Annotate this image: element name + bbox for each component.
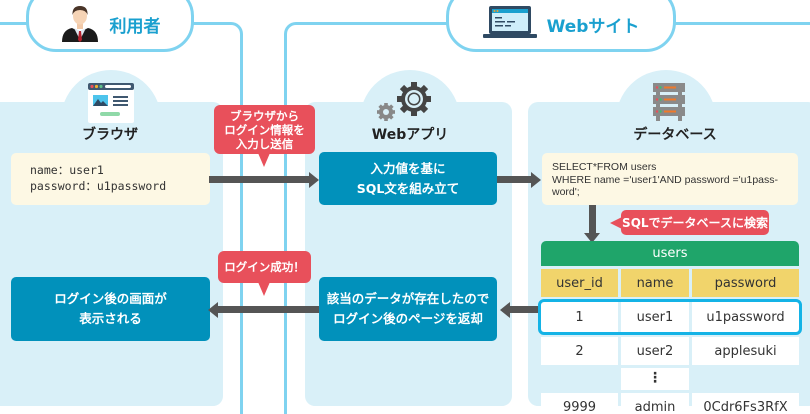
login-input-box: name：user1 password：u1password xyxy=(11,153,210,205)
search-callout-tail xyxy=(610,217,622,229)
build-sql-line-2: SQL文を組み立て xyxy=(356,180,460,196)
table-cell: admin xyxy=(621,393,689,414)
table-ellipsis: ⋮ xyxy=(621,368,689,390)
column-header: password xyxy=(692,269,799,297)
table-cell: user2 xyxy=(621,337,689,365)
website-lane-title: Webサイト xyxy=(546,16,640,37)
search-arrow-head xyxy=(584,233,600,243)
user-lane-header: 利用者 xyxy=(26,0,194,52)
users-table: users user_id name password 1 user1 u1pa… xyxy=(538,241,802,414)
database-title: データベース xyxy=(633,127,717,143)
send-arrow xyxy=(209,176,311,183)
result-line-1: ログイン後の画面が xyxy=(54,291,167,306)
success-callout-tail xyxy=(258,282,270,296)
success-callout-text: ログイン成功！ xyxy=(224,260,305,274)
table-title: users xyxy=(541,241,799,266)
return-line-2: ログイン後のページを返却 xyxy=(333,311,483,326)
search-callout-text: SQLでデータベースに検索 xyxy=(622,215,768,230)
table-cell: applesuki xyxy=(692,337,799,365)
return-page-box: 該当のデータが存在したので ログイン後のページを返却 xyxy=(319,277,497,341)
gears-icon xyxy=(376,82,436,126)
success-arrow-head xyxy=(208,302,218,318)
column-header: name xyxy=(621,269,689,297)
result-line-2: 表示される xyxy=(79,311,142,326)
send-callout: ブラウザから ログイン情報を 入力し送信 xyxy=(214,105,315,154)
table-cell: 1 xyxy=(541,302,618,332)
table-cell: 0Cdr6Fs3RfX xyxy=(692,393,799,414)
table-cell: user1 xyxy=(621,302,689,332)
website-lane-header: Webサイト xyxy=(446,0,676,52)
browser-title: ブラウザ xyxy=(82,127,138,143)
webapp-title: Webアプリ xyxy=(371,127,449,143)
column-header: user_id xyxy=(541,269,618,297)
sql-line-3: word'; xyxy=(552,186,580,198)
input-password-line: password：u1password xyxy=(30,179,167,193)
send-arrow-head xyxy=(309,172,319,188)
webapp-panel xyxy=(305,102,512,406)
sql-line-2: WHERE name ='user1'AND password ='u1pass… xyxy=(552,173,779,186)
success-callout: ログイン成功！ xyxy=(218,251,311,283)
businessman-icon xyxy=(60,2,100,46)
table-row-highlighted: 1 user1 u1password xyxy=(538,299,802,335)
table-row: 2 user2 applesuki xyxy=(541,337,799,365)
login-result-box: ログイン後の画面が 表示される xyxy=(11,277,210,341)
return-arrow xyxy=(510,306,540,313)
browser-window-icon xyxy=(88,83,134,127)
search-arrow xyxy=(589,205,596,235)
send-callout-line-2: ログイン情報を xyxy=(224,122,305,137)
laptop-icon xyxy=(482,4,537,44)
table-header-row: user_id name password xyxy=(541,269,799,297)
sql-query-box: SELECT*FROM users WHERE name ='user1'AND… xyxy=(542,153,798,205)
table-cell: 2 xyxy=(541,337,618,365)
send-callout-line-3: 入力し送信 xyxy=(235,136,294,151)
server-rack-icon xyxy=(651,83,687,125)
sql-line-1: SELECT*FROM users xyxy=(552,161,657,173)
table-row: 9999 admin 0Cdr6Fs3RfX xyxy=(541,393,799,414)
browser-panel xyxy=(0,102,223,406)
table-cell: 9999 xyxy=(541,393,618,414)
query-arrow-head xyxy=(531,172,541,188)
build-sql-box: 入力値を基に SQL文を組み立て xyxy=(319,152,497,205)
user-lane-title: 利用者 xyxy=(109,16,161,37)
send-callout-tail xyxy=(258,153,270,167)
return-line-1: 該当のデータが存在したので xyxy=(326,291,490,306)
table-cell: u1password xyxy=(692,302,799,332)
query-arrow xyxy=(497,176,533,183)
build-sql-line-1: 入力値を基に xyxy=(370,160,446,176)
send-callout-line-1: ブラウザから xyxy=(230,108,299,123)
input-name-line: name：user1 xyxy=(30,163,104,177)
search-callout: SQLでデータベースに検索 xyxy=(621,210,769,235)
success-arrow xyxy=(218,306,319,313)
return-arrow-head xyxy=(500,302,510,318)
